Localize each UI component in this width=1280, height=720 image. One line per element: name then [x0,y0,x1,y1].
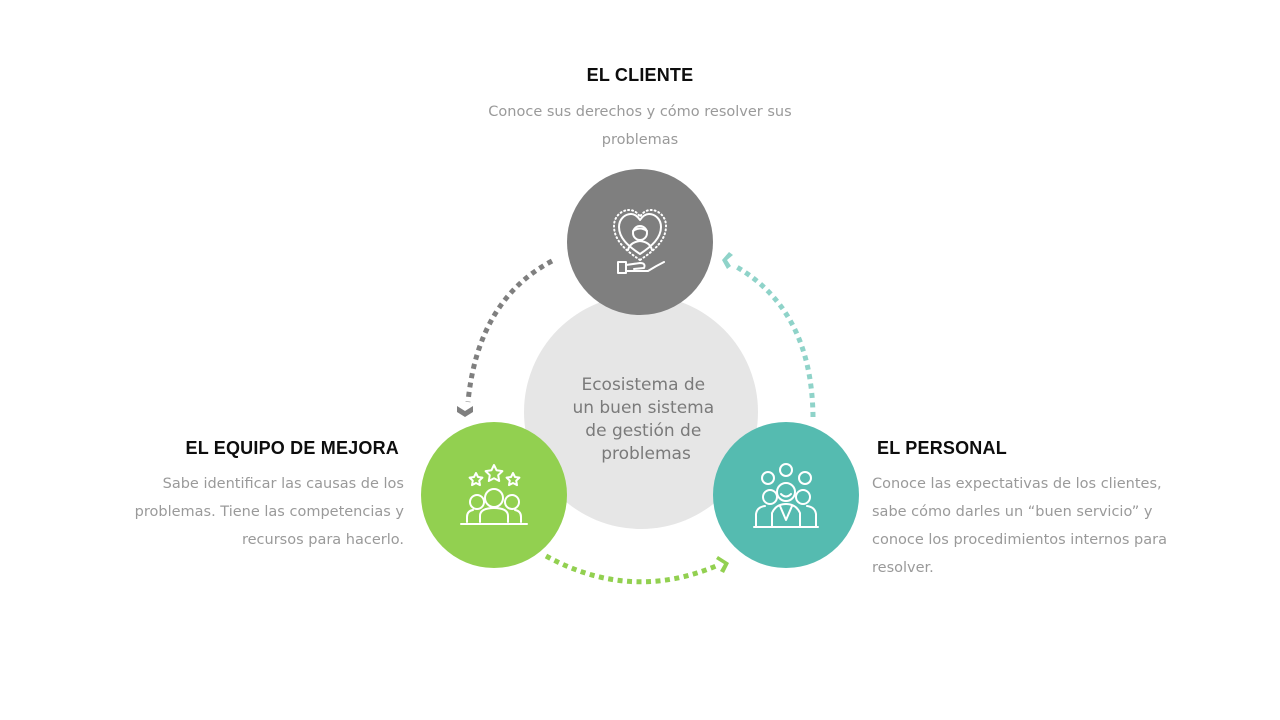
personal-description: Conoce las expectativas de los clientes,… [872,476,1167,576]
equipo-title: EL EQUIPO DE MEJORA [185,438,399,458]
equipo-circle [421,422,567,568]
cliente-title: EL CLIENTE [586,65,694,85]
personal-title: EL PERSONAL [877,438,1007,458]
node-cliente [567,169,713,315]
equipo-description: Sabe identificar las causas de los probl… [134,476,404,548]
center-label-line: Ecosistema de [581,375,705,395]
center-label: Ecosistema de un buen sistema de gestión… [572,375,719,464]
arrow-head-down-icon [457,406,473,417]
cliente-description: Conoce sus derechos y cómo resolver sus … [488,104,792,148]
node-personal [713,422,859,568]
arrow-head-up-left-icon [722,252,733,269]
arrow-equipo-to-personal [544,553,717,585]
node-equipo [421,422,567,568]
arrow-head-right-icon [716,556,729,573]
arrow-cliente-to-equipo [465,258,554,403]
team-stars-icon [460,464,528,525]
center-label-line: de gestión de [585,421,701,441]
center-circle [524,295,758,529]
staff-group-icon [753,463,819,528]
center-label-line: problemas [601,444,691,464]
heart-hand-person-icon [613,209,667,274]
center-label-line: un buen sistema [572,398,714,418]
personal-circle [713,422,859,568]
